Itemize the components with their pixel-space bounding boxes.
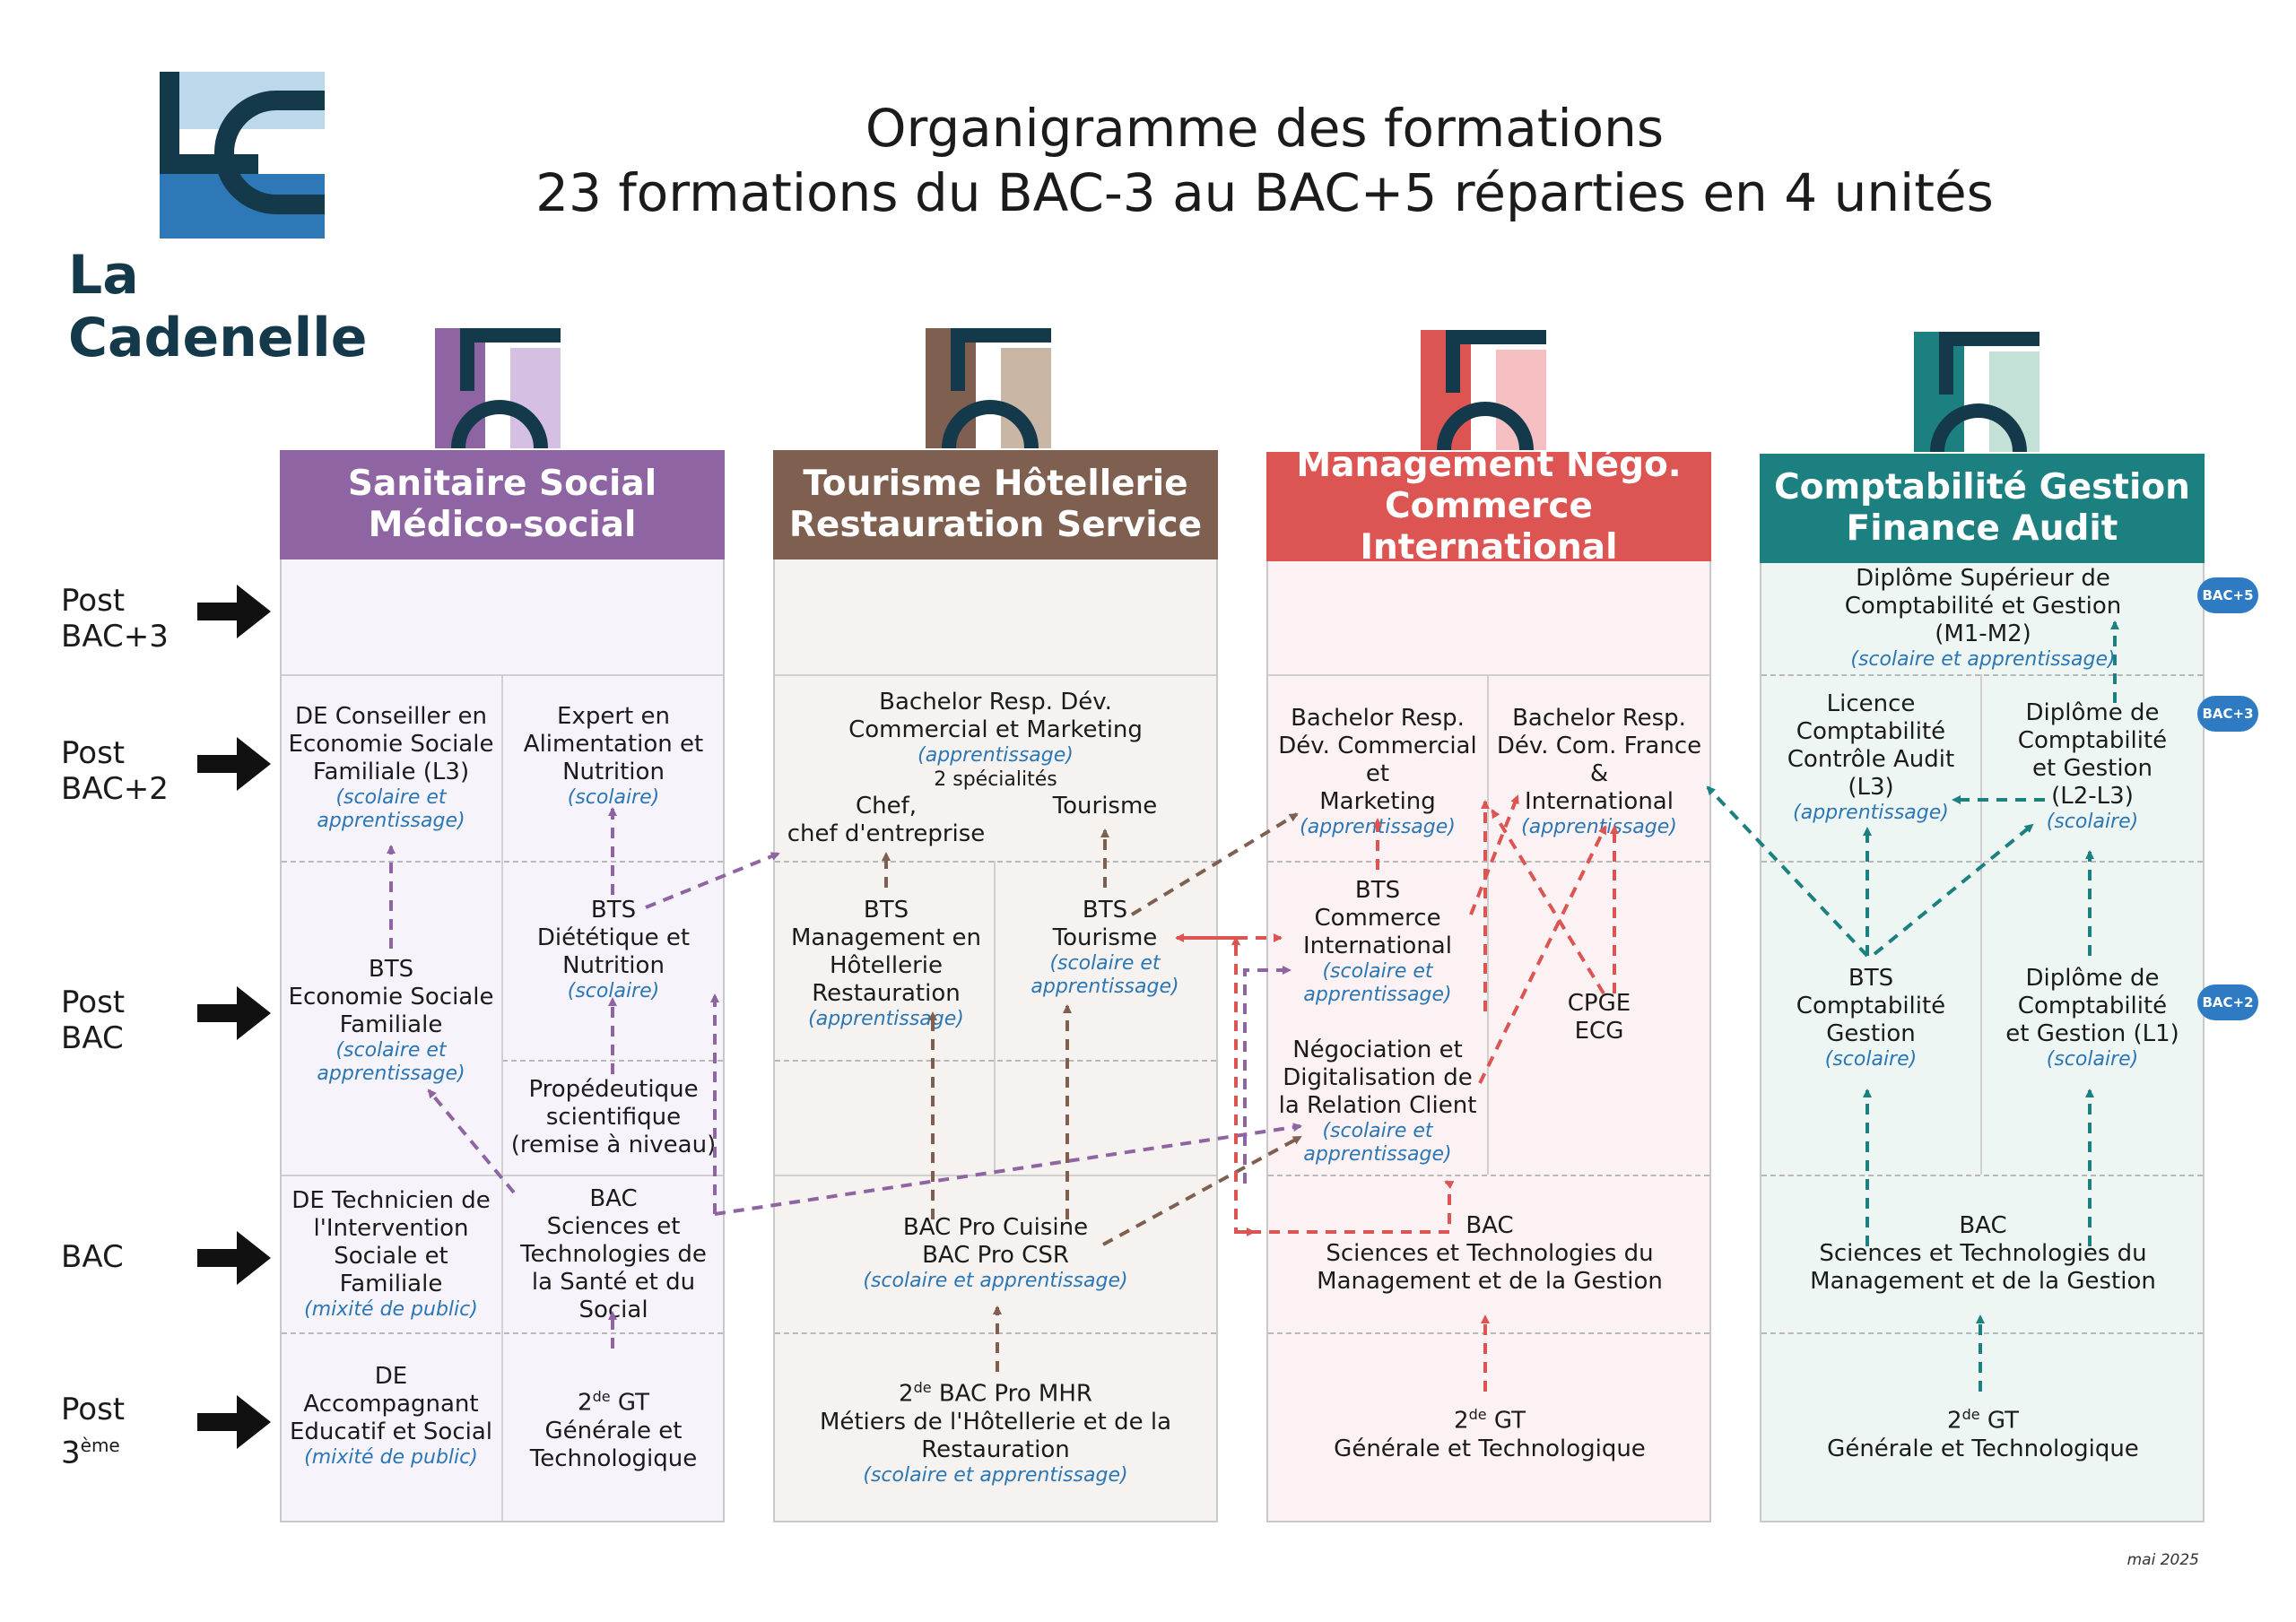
arrow [1231,936,1451,1234]
arrow [1478,825,1607,1084]
formation-bachelor-dev-commercial: Bachelor Resp. Dév. Commercial et Market… [1278,705,1477,838]
specialite-chef: Chef, chef d'entreprise [787,793,986,847]
arrow [1130,812,1299,916]
unit-column-management [1266,452,1711,1522]
formation-seconde-bac-pro-mhr: 2de BAC Pro MHR Métiers de l'Hôtellerie … [819,1379,1172,1487]
divider [775,861,1216,863]
specialite-tourisme: Tourisme [1052,793,1158,820]
formation-bts-mhr: BTS Management en Hôtellerie Restauratio… [790,897,981,1030]
divider [501,674,503,1521]
formation-bac-stmg-comptabilite: BAC Sciences et Technologies du Manageme… [1810,1212,2156,1295]
formation-bts-cg: BTS Comptabilité Gestion (scolaire) [1796,965,1946,1071]
formation-bac-st2s: BAC Sciences et Technologies de la Santé… [520,1185,707,1323]
formation-de-aes: DE Accompagnant Educatif et Social (mixi… [289,1363,492,1469]
formation-de-cesf: DE Conseiller en Economie Sociale Famili… [288,703,494,832]
divider [1268,861,1709,863]
row-arrow-icon [197,1395,271,1449]
row-arrow-icon [197,737,271,791]
page-title: Organigramme des formations [865,98,1665,159]
divider [775,674,1216,676]
divider [1761,1175,2203,1176]
arrow [1873,823,2034,956]
row-arrow-icon [197,1231,271,1285]
footer-date: mai 2025 [2126,1551,2199,1569]
badge-bac2: BAC+2 [2197,984,2258,1020]
divider [1268,1175,1709,1176]
formation-seconde-gt-management: 2de GT Générale et Technologique [1334,1406,1646,1462]
logo-name: La Cadenelle [68,244,368,369]
unit-icon-tourisme [926,328,1051,448]
divider [1980,674,1982,1175]
arrow [1243,966,1292,1184]
divider [1487,674,1489,1175]
formation-bachelor-tourisme: Bachelor Resp. Dév. Commercial et Market… [848,689,1143,791]
divider [1268,1332,1709,1334]
formation-bac-stmg-management: BAC Sciences et Technologies du Manageme… [1317,1212,1663,1295]
formation-de-tisf: DE Technicien de l'Intervention Sociale … [291,1187,491,1321]
formation-bac-pro-cuisine-csr: BAC Pro Cuisine BAC Pro CSR (scolaire et… [863,1214,1128,1292]
unit-icon-sanitaire [435,328,561,448]
formation-bts-tourisme: BTS Tourisme (scolaire et apprentissage) [1031,897,1179,998]
row-arrow-icon [197,585,271,638]
formation-dcg-l1: Diplôme de Comptabilité et Gestion (L1) … [2005,965,2179,1071]
unit-icon-management [1421,330,1546,450]
logo-mark [160,72,325,239]
formation-expert-alimentation: Expert en Alimentation et Nutrition (sco… [523,703,704,809]
formation-licence-cca: Licence Comptabilité Contrôle Audit (L3)… [1787,690,1955,824]
formation-seconde-gt-sanitaire: 2de GT Générale et Technologique [529,1388,698,1472]
divider [502,1060,723,1062]
badge-bac3: BAC+3 [2197,696,2258,732]
divider [1761,861,2203,863]
formation-bts-esf: BTS Economie Sociale Familiale (scolaire… [288,956,494,1085]
divider [775,1175,1216,1176]
formation-cpge-ecg: CPGE ECG [1567,990,1631,1045]
arrow [1706,785,1869,958]
formation-bts-ndrc: Négociation et Digitalisation de la Rela… [1278,1037,1477,1166]
arrow [714,1123,1302,1216]
formation-propedeutique: Propédeutique scientifique (remise à niv… [510,1076,717,1158]
arrow [1491,809,1605,995]
divider [775,1060,1216,1062]
unit-icon-comptabilite [1914,332,2039,452]
divider [994,861,996,1175]
formation-bts-commerce-international: BTS Commerce International (scolaire et … [1303,877,1452,1006]
formation-dcg-l2-l3: Diplôme de Comptabilité et Gestion (L2-L… [2017,699,2168,833]
divider [1761,674,2203,676]
row-arrow-icon [197,986,271,1040]
divider [1268,674,1709,676]
formation-dscg: Diplôme Supérieur de Comptabilité et Ges… [1844,565,2122,671]
arrow [1444,1180,1455,1190]
badge-bac5: BAC+5 [2197,577,2258,613]
row-arrows [197,585,271,1449]
arrow [427,1089,516,1194]
formation-seconde-gt-comptabilite: 2de GT Générale et Technologique [1827,1406,2139,1462]
arrow [645,852,780,909]
row-label-bac: BAC [61,1239,124,1275]
page-subtitle: 23 formations du BAC-3 au BAC+5 répartie… [535,162,1994,223]
arrow [1469,794,1519,915]
unit-header-management: Management Négo.Commerce International [1266,445,1711,568]
formation-bachelor-international: Bachelor Resp. Dév. Com. France & Intern… [1496,705,1702,838]
